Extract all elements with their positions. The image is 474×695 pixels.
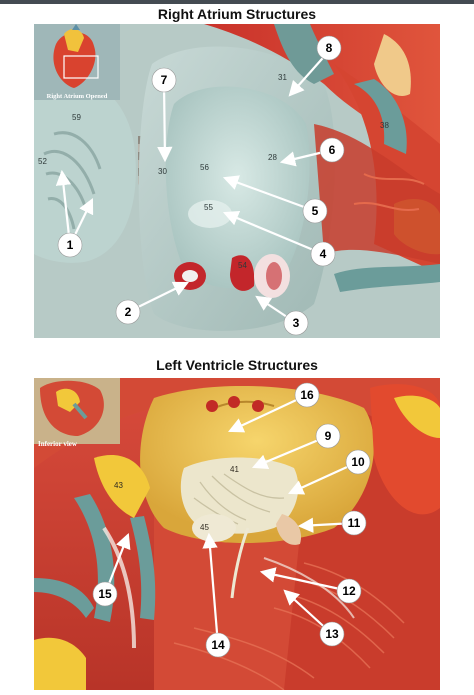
- callout-label-3: 3: [293, 316, 300, 330]
- thumbnail-caption-1: Right Atrium Opened: [47, 93, 108, 100]
- callout-label-7: 7: [161, 73, 168, 87]
- callout-label-4: 4: [320, 247, 327, 261]
- callout-label-2: 2: [125, 305, 132, 319]
- callout-label-6: 6: [329, 143, 336, 157]
- callout-label-5: 5: [312, 204, 319, 218]
- model-number: 52: [38, 157, 47, 166]
- model-number: 55: [204, 203, 213, 212]
- callout-label-14: 14: [211, 638, 225, 652]
- model-number: 43: [114, 481, 123, 490]
- callout-label-13: 13: [325, 627, 339, 641]
- panel-1-title: Right Atrium Structures: [157, 6, 317, 22]
- model-number: 59: [72, 113, 81, 122]
- model-number: 31: [278, 73, 287, 82]
- model-number: 41: [230, 465, 239, 474]
- callout-label-9: 9: [325, 429, 332, 443]
- callout-label-8: 8: [326, 41, 333, 55]
- callout-label-10: 10: [351, 455, 365, 469]
- model-number: 38: [380, 121, 389, 130]
- callout-label-16: 16: [300, 388, 314, 402]
- callout-label-15: 15: [98, 587, 112, 601]
- model-number: 45: [200, 523, 209, 532]
- model-number: 56: [200, 163, 209, 172]
- top-bar: [0, 0, 474, 4]
- thumbnail-caption-2: Inferior view: [38, 440, 78, 448]
- model-number: 28: [268, 153, 277, 162]
- callout-label-11: 11: [348, 516, 361, 530]
- callout-label-1: 1: [67, 238, 74, 252]
- model-number: 54: [238, 261, 247, 270]
- callout-label-12: 12: [342, 584, 356, 598]
- panel-2-title: Left Ventricle Structures: [156, 357, 318, 373]
- model-number: 30: [158, 167, 167, 176]
